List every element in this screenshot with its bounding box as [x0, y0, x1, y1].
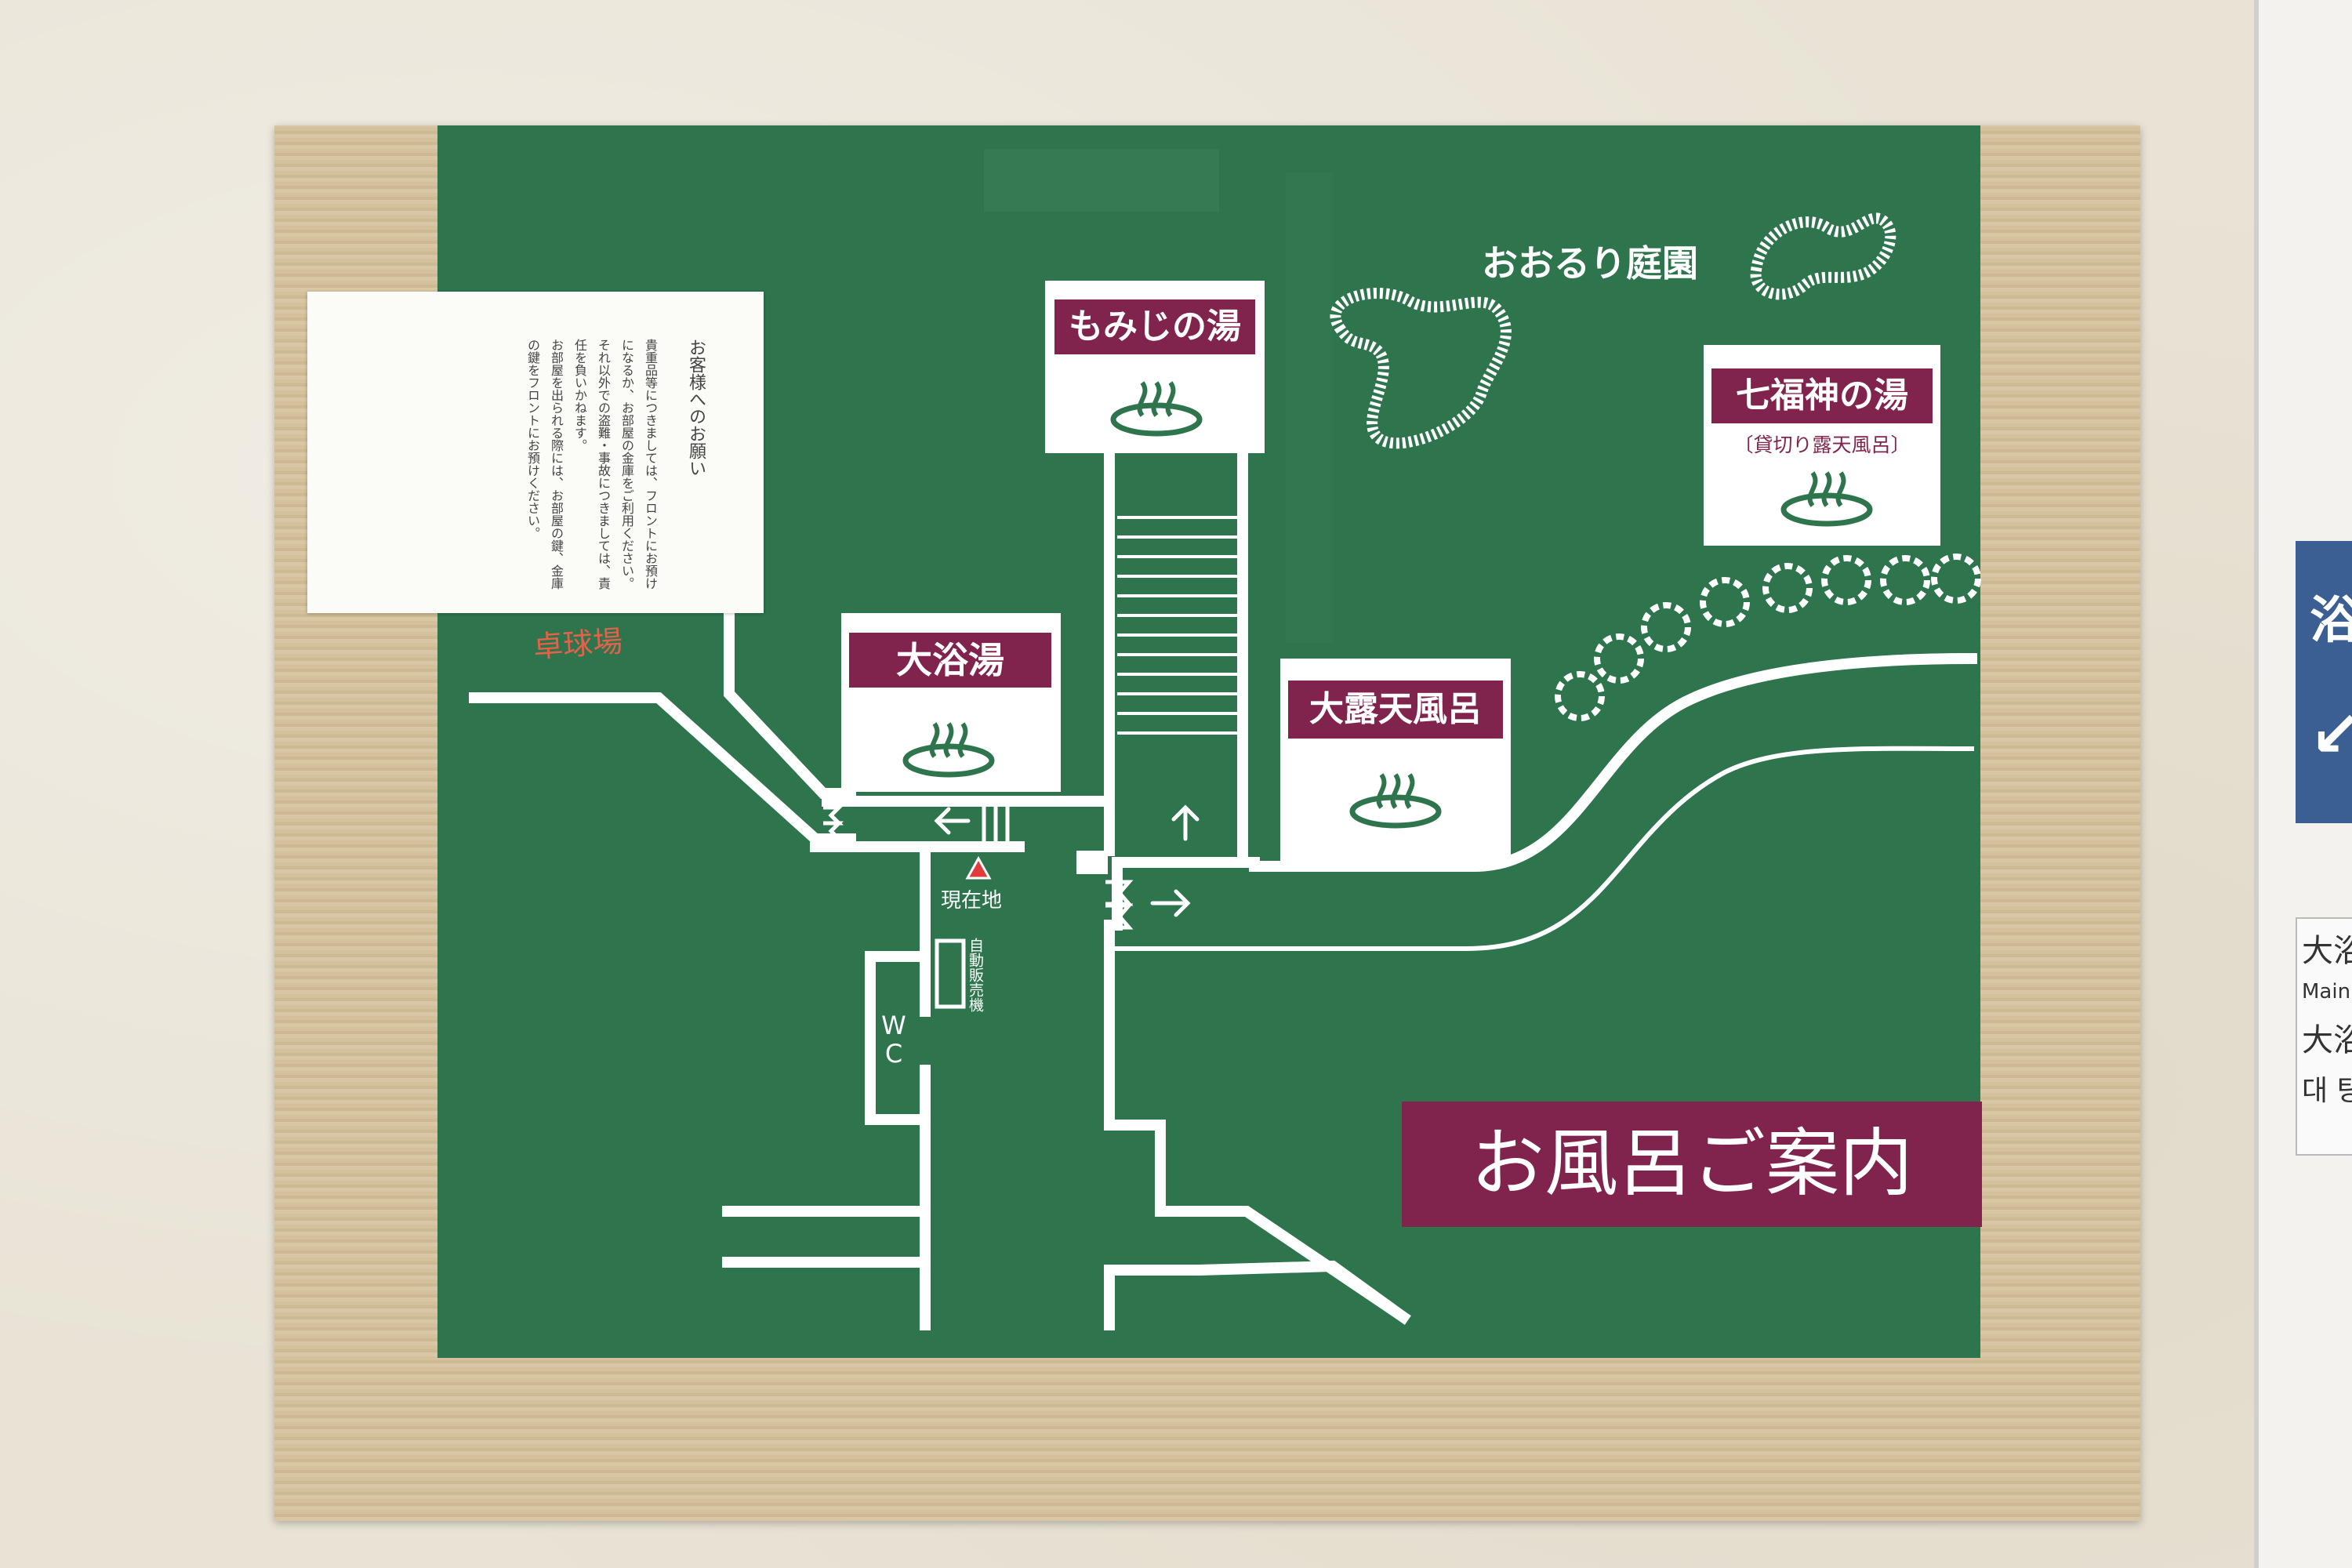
white-sign-line: 大浴 — [2302, 933, 2352, 969]
notice-line: 貴重品等につきましては、フロントにお預けになるか、お部屋の金庫をご利用ください。 — [619, 339, 658, 590]
notice-title: お客様へのお願い — [686, 339, 706, 477]
arrow-icon: ↙ — [2310, 698, 2352, 771]
blue-direction-sign: 浴 ↙ — [2296, 541, 2352, 823]
garden-pond-icon — [1750, 212, 1896, 300]
arrow-left-icon — [934, 807, 971, 835]
dairoten-bath-label: 大露天風呂 — [1288, 681, 1503, 739]
garden-path — [1249, 652, 1978, 872]
arrows — [934, 804, 1200, 917]
white-sign-line: 大浴 — [2302, 1022, 2352, 1058]
garden-label: おおるり庭園 — [1482, 242, 1698, 285]
corridor-line — [1104, 1260, 1411, 1325]
vending-machine-label: 自動販売機 — [967, 938, 984, 1012]
blue-sign-char: 浴 — [2310, 592, 2352, 650]
shichifukujin-bath-label: 七福神の湯 — [1711, 368, 1933, 423]
corridor-steps — [982, 806, 1010, 843]
stairs — [1117, 516, 1239, 735]
corridor-line — [1104, 1120, 1411, 1325]
garden-path — [1111, 746, 1975, 951]
shichifukujin-sub-label: 〔貸切り露天風呂〕 — [1733, 434, 1911, 456]
corridor-line — [724, 610, 856, 799]
white-sign-line: Main B — [2302, 980, 2352, 1004]
momiji-bath-label: もみじの湯 — [1054, 299, 1255, 354]
vending-machine-icon — [935, 938, 966, 1009]
garden-pond-icon — [1330, 288, 1512, 449]
table-tennis-stamp: 卓球場 — [532, 623, 624, 665]
stepping-stones — [1555, 554, 1981, 721]
notice-paper: お客様へのお願い 貴重品等につきましては、フロントにお預けになるか、お部屋の金庫… — [307, 292, 764, 613]
daiyokujo-bath-label: 大浴湯 — [849, 633, 1051, 688]
white-sign-line: 대 탕 — [2302, 1075, 2352, 1107]
current-location-label: 現在地 — [941, 889, 1003, 913]
notice-text: お客様へのお願い 貴重品等につきましては、フロントにお預けになるか、お部屋の金庫… — [378, 339, 707, 590]
notice-line: それ以外での盗難・事故につきましては、責任を負いかねます。 — [572, 339, 611, 590]
page-title: お風呂ご案内 — [1402, 1102, 1982, 1227]
arrow-right-icon — [1150, 889, 1191, 917]
door-icon — [1105, 880, 1134, 930]
wc-label: W C — [881, 1011, 906, 1069]
arrow-up-icon — [1171, 804, 1200, 841]
tape-mark — [984, 149, 1219, 212]
door-icon — [823, 805, 844, 841]
notice-line: お部屋を出られる際には、お部屋の鍵、金庫の鍵をフロントにお預けください。 — [525, 339, 564, 590]
wc-outline — [865, 951, 931, 1125]
door-block — [1076, 851, 1108, 874]
white-bath-sign: 大浴 Main B 大浴 대 탕 — [2296, 917, 2352, 1156]
tape-mark — [1286, 172, 1333, 643]
current-location-icon — [965, 855, 992, 880]
